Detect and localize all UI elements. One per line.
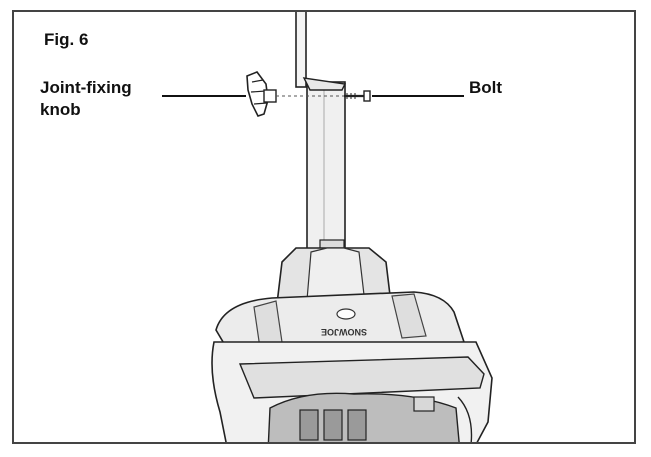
joint-fixing-knob-label-line2: knob (40, 100, 81, 119)
assembly-diagram: SNOWJOE (162, 12, 493, 442)
brand-logo-text: SNOWJOE (321, 327, 367, 337)
shovel-body: SNOWJOE (211, 247, 493, 442)
brand-logo-emblem (336, 308, 356, 320)
figure-title: Fig. 6 (44, 30, 89, 49)
figure-frame: SNOWJOE Fig. 6 Joint-fixing knob Bolt (12, 10, 636, 444)
joint-fixing-knob-part (246, 71, 277, 117)
joint-fixing-knob-label-line1: Joint-fixing (40, 78, 132, 97)
handle-pole (295, 12, 347, 258)
bolt-label: Bolt (469, 78, 503, 97)
bolt-part (344, 90, 371, 102)
joint-fixing-knob-label: Joint-fixing knob (40, 77, 132, 121)
